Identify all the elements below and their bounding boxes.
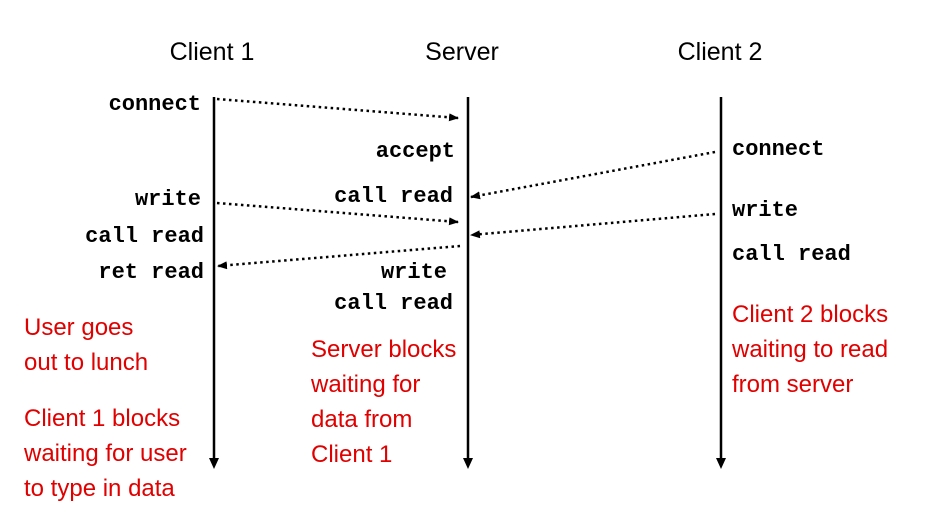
server-event-accept: accept: [376, 139, 455, 164]
client2-write-arrow: [470, 212, 716, 239]
client2-header: Client 2: [678, 38, 763, 66]
note-client2-blocks-line1: Client 2 blocks: [732, 301, 888, 328]
note-server-blocks-line1: Server blocks: [311, 336, 456, 363]
client1-event-ret-read: ret read: [98, 260, 204, 285]
client2-event-call-read: call read: [732, 242, 851, 267]
client1-header: Client 1: [170, 38, 255, 66]
client2-connect-arrow: [470, 150, 716, 200]
client1-event-connect: connect: [109, 92, 201, 117]
client1-write-arrow: [216, 201, 459, 226]
note-client1-blocks-line3: to type in data: [24, 475, 175, 502]
note-client2-blocks-line3: from server: [732, 371, 853, 398]
server-timeline-arrowhead: [463, 458, 473, 469]
client1-event-call-read: call read: [85, 224, 204, 249]
note-client2-blocks-line2: waiting to read: [731, 336, 888, 363]
note-client1-blocks-line1: Client 1 blocks: [24, 405, 180, 432]
server-event-write: write: [381, 260, 447, 285]
note-client1-lunch-line2: out to lunch: [24, 349, 148, 376]
client2-timeline-arrowhead: [716, 458, 726, 469]
note-server-blocks-line4: Client 1: [311, 441, 392, 468]
server-header: Server: [425, 38, 499, 66]
client2-event-connect: connect: [732, 137, 824, 162]
note-client1-blocks-line2: waiting for user: [23, 440, 187, 467]
note-client1-lunch-line1: User goes: [24, 314, 133, 341]
client1-timeline-arrowhead: [209, 458, 219, 469]
server-event-call-read: call read: [334, 184, 453, 209]
server-write-arrow: [217, 244, 461, 270]
client1-event-write: write: [135, 187, 201, 212]
client2-event-write: write: [732, 198, 798, 223]
client1-connect-arrow: [216, 97, 459, 122]
note-server-blocks-line2: waiting for: [310, 371, 420, 398]
note-server-blocks-line3: data from: [311, 406, 412, 433]
server-event-call-read-2: call read: [334, 291, 453, 316]
